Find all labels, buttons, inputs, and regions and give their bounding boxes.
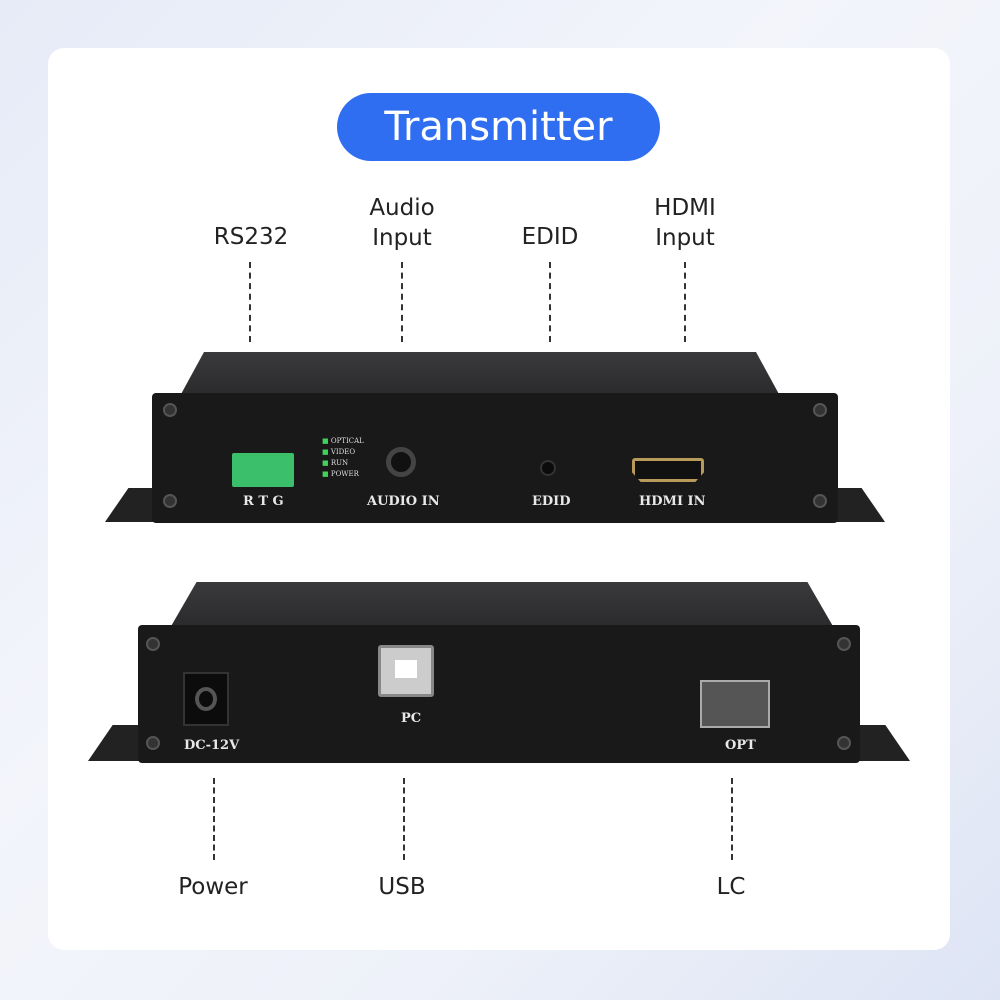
pointer-line bbox=[249, 262, 251, 342]
title-badge: Transmitter bbox=[337, 93, 660, 161]
pointer-line bbox=[213, 778, 215, 860]
audio-jack bbox=[386, 447, 416, 477]
pointer-line bbox=[549, 262, 551, 342]
pointer-line bbox=[403, 778, 405, 860]
usb-b-port bbox=[378, 645, 434, 697]
label-rs232: RS232 bbox=[213, 224, 289, 250]
silk-audio-in: AUDIO IN bbox=[367, 494, 440, 509]
rs232-terminal bbox=[232, 453, 294, 487]
label-lc: LC bbox=[716, 874, 746, 900]
pointer-line bbox=[684, 262, 686, 342]
led-indicators: ■ OPTICAL ■ VIDEO ■ RUN ■ POWER bbox=[322, 437, 364, 478]
sfp-port bbox=[700, 680, 770, 728]
silk-pc: PC bbox=[401, 711, 422, 726]
silk-edid: EDID bbox=[532, 494, 571, 509]
label-audio-input: Audio Input bbox=[369, 195, 435, 251]
silk-rtg: R T G bbox=[243, 494, 284, 509]
label-edid: EDID bbox=[521, 224, 579, 250]
pointer-line bbox=[401, 262, 403, 342]
dc-jack bbox=[183, 672, 229, 726]
hdmi-port bbox=[632, 458, 704, 482]
edid-button bbox=[540, 460, 556, 476]
label-usb: USB bbox=[378, 874, 426, 900]
silk-hdmi-in: HDMI IN bbox=[639, 494, 706, 509]
label-power: Power bbox=[178, 874, 248, 900]
pointer-line bbox=[731, 778, 733, 860]
silk-opt: OPT bbox=[725, 738, 756, 753]
silk-dc: DC-12V bbox=[184, 738, 240, 753]
label-hdmi-input: HDMI Input bbox=[654, 195, 716, 251]
